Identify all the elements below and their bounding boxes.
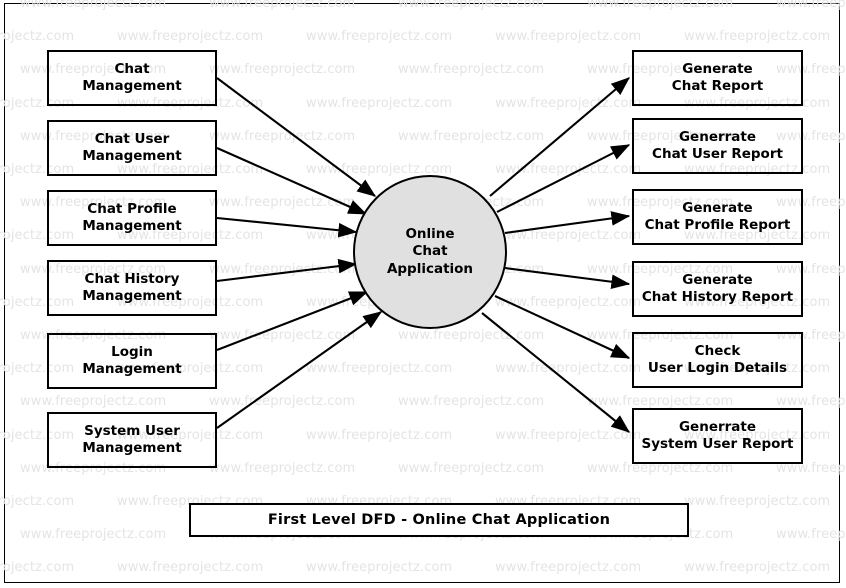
watermark-text: www.freeprojectz.com [209,328,356,343]
entity-chat-history-management[interactable]: Chat History Management [47,260,217,316]
watermark-text: www.freeprojectz.com [495,162,642,177]
entity-login-management[interactable]: Login Management [47,333,217,389]
watermark-text: www.freeprojectz.com [0,494,75,509]
diagram-caption: First Level DFD - Online Chat Applicatio… [189,503,689,537]
flow-arrow-chat-user-management [216,147,368,215]
entity-system-user-management[interactable]: System User Management [47,412,217,468]
entity-label: Chat Profile Management [82,200,182,234]
watermark-text: www.freeprojectz.com [495,96,642,111]
process-label: Online Chat Application [386,225,474,277]
watermark-text: www.freeprojectz.com [209,129,356,144]
watermark-text: www.freeprojectz.com [20,394,167,409]
entity-check-user-login-details[interactable]: Check User Login Details [632,332,803,388]
watermark-text: www.freeprojectz.com [398,129,545,144]
watermark-text: www.freeprojectz.com [20,0,167,11]
flow-arrow-login-management [216,291,369,351]
watermark-text: www.freeprojectz.com [776,0,846,11]
watermark-text: www.freeprojectz.com [398,394,545,409]
entity-generate-chat-report[interactable]: Generate Chat Report [632,50,803,106]
watermark-text: www.freeprojectz.com [587,0,734,11]
watermark-text: www.freeprojectz.com [209,461,356,476]
watermark-text: www.freeprojectz.com [398,328,545,343]
diagram-title: First Level DFD - Online Chat Applicatio… [267,511,611,528]
entity-label: Login Management [82,343,182,377]
entity-label: Generate Chat History Report [641,271,794,305]
watermark-text: www.freeprojectz.com [209,0,356,11]
flow-arrow-system-user-management [216,311,383,429]
flow-arrow-chat-management [216,77,377,197]
watermark-text: www.freeprojectz.com [209,262,356,277]
flow-arrow-generate-system-user-report [481,312,630,433]
watermark-text: www.freeprojectz.com [495,428,642,443]
watermark-text: www.freeprojectz.com [306,560,453,575]
flow-arrow-generate-chat-history-report [504,266,631,290]
flow-arrow-generate-chat-report [489,77,630,197]
watermark-text: www.freeprojectz.com [587,394,734,409]
watermark-text: www.freeprojectz.com [306,361,453,376]
entity-label: Chat Management [82,60,182,94]
watermark-text: www.freeprojectz.com [306,29,453,44]
entity-generate-chat-profile-report[interactable]: Generate Chat Profile Report [632,189,803,245]
flow-arrow-check-user-login-details [494,295,631,359]
entity-label: Generrate Chat User Report [652,128,783,162]
watermark-text: www.freeprojectz.com [398,0,545,11]
watermark-text: www.freeprojectz.com [306,428,453,443]
flow-arrow-chat-history-management [216,258,358,283]
watermark-text: www.freeprojectz.com [495,29,642,44]
watermark-text: www.freeprojectz.com [117,560,264,575]
watermark-text: www.freeprojectz.com [684,494,831,509]
entity-chat-profile-management[interactable]: Chat Profile Management [47,190,217,246]
watermark-text: www.freeprojectz.com [776,394,846,409]
entity-generate-chat-user-report[interactable]: Generrate Chat User Report [632,118,803,174]
watermark-text: www.freeprojectz.com [306,96,453,111]
process-online-chat-application[interactable]: Online Chat Application [353,175,507,329]
flow-arrow-generate-chat-user-report [496,144,631,213]
watermark-text: www.freeprojectz.com [117,29,264,44]
watermark-text: www.freeprojectz.com [495,361,642,376]
entity-label: Chat History Management [82,270,182,304]
flow-arrow-chat-profile-management [216,216,358,238]
entity-chat-management[interactable]: Chat Management [47,50,217,106]
entity-label: Check User Login Details [647,342,788,376]
watermark-text: www.freeprojectz.com [209,62,356,77]
watermark-text: www.freeprojectz.com [398,62,545,77]
watermark-text: www.freeprojectz.com [0,29,75,44]
entity-label: System User Management [82,422,182,456]
watermark-text: www.freeprojectz.com [776,527,846,542]
watermark-text: www.freeprojectz.com [495,228,642,243]
entity-generate-chat-history-report[interactable]: Generate Chat History Report [632,261,803,317]
entity-label: Chat User Management [82,130,182,164]
entity-generate-system-user-report[interactable]: Generrate System User Report [632,408,803,464]
watermark-text: www.freeprojectz.com [209,394,356,409]
entity-label: Generrate System User Report [641,418,794,452]
flow-arrow-generate-chat-profile-report [504,211,631,235]
entity-label: Generate Chat Report [671,60,764,94]
watermark-text: www.freeprojectz.com [495,295,642,310]
watermark-text: www.freeprojectz.com [684,560,831,575]
entity-label: Generate Chat Profile Report [644,199,791,233]
entity-chat-user-management[interactable]: Chat User Management [47,120,217,176]
watermark-text: www.freeprojectz.com [684,29,831,44]
watermark-text: www.freeprojectz.com [0,560,75,575]
watermark-text: www.freeprojectz.com [398,461,545,476]
watermark-text: www.freeprojectz.com [20,527,167,542]
watermark-text: www.freeprojectz.com [495,560,642,575]
watermark-text: www.freeprojectz.com [209,195,356,210]
